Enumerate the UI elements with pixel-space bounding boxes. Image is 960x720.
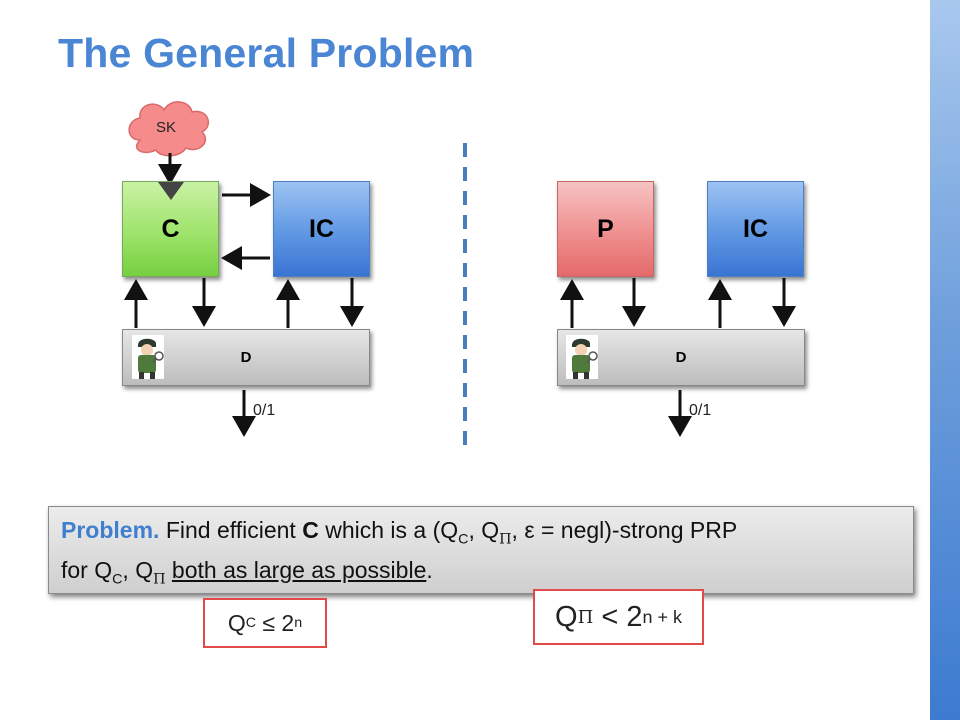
problem-text-5: for Q bbox=[61, 556, 113, 583]
box-ic-left-label: IC bbox=[309, 214, 334, 243]
bound-qpi-q: Q bbox=[555, 600, 578, 633]
problem-sub-pi: Π bbox=[499, 531, 512, 548]
box-d-left-label: D bbox=[240, 349, 252, 366]
problem-text-6: , Q bbox=[122, 556, 154, 583]
problem-text-1: Find efficient bbox=[165, 517, 296, 543]
problem-text-4: , ε = negl)-strong PRP bbox=[511, 517, 738, 543]
box-d-right: D bbox=[557, 329, 805, 386]
bound-qc-exp: n bbox=[294, 615, 303, 631]
sk-cloud-label: SK bbox=[156, 119, 177, 136]
output-label-right: 0/1 bbox=[689, 402, 712, 419]
detective-icon bbox=[132, 335, 164, 379]
problem-text-3: , Q bbox=[468, 517, 500, 543]
slide-title: The General Problem bbox=[58, 30, 475, 76]
bound-qc-q: Q bbox=[227, 609, 246, 636]
box-d-right-label: D bbox=[675, 349, 687, 366]
problem-sub-pi-2: Π bbox=[153, 571, 166, 588]
problem-statement: Problem. Find efficient C which is a (QC… bbox=[48, 506, 914, 594]
bound-qpi-rel: < 2 bbox=[601, 600, 643, 633]
bound-qc-rel: ≤ 2 bbox=[262, 609, 295, 636]
box-c: C bbox=[122, 181, 219, 277]
problem-sub-c-2: C bbox=[112, 571, 123, 588]
problem-sub-c: C bbox=[458, 531, 469, 548]
box-ic-right-label: IC bbox=[743, 214, 768, 243]
bound-qc-sub: C bbox=[245, 615, 257, 631]
problem-text-2: which is a (Q bbox=[325, 517, 459, 543]
output-label-left: 0/1 bbox=[253, 402, 276, 419]
problem-c: C bbox=[302, 517, 319, 543]
box-ic-left: IC bbox=[273, 181, 370, 277]
box-ic-right: IC bbox=[707, 181, 804, 277]
bound-qpi-exp: n + k bbox=[642, 606, 682, 627]
problem-period: . bbox=[426, 556, 433, 583]
box-c-label: C bbox=[161, 214, 180, 243]
detective-icon-right bbox=[566, 335, 598, 379]
bound-qpi-sub: Π bbox=[577, 606, 594, 628]
slide-side-bar bbox=[930, 0, 960, 720]
problem-text-7: both as large as possible bbox=[171, 556, 427, 583]
problem-heading: Problem. bbox=[61, 517, 160, 543]
box-p: P bbox=[557, 181, 654, 277]
key-input-triangle-icon bbox=[158, 182, 184, 200]
box-p-label: P bbox=[597, 214, 614, 243]
